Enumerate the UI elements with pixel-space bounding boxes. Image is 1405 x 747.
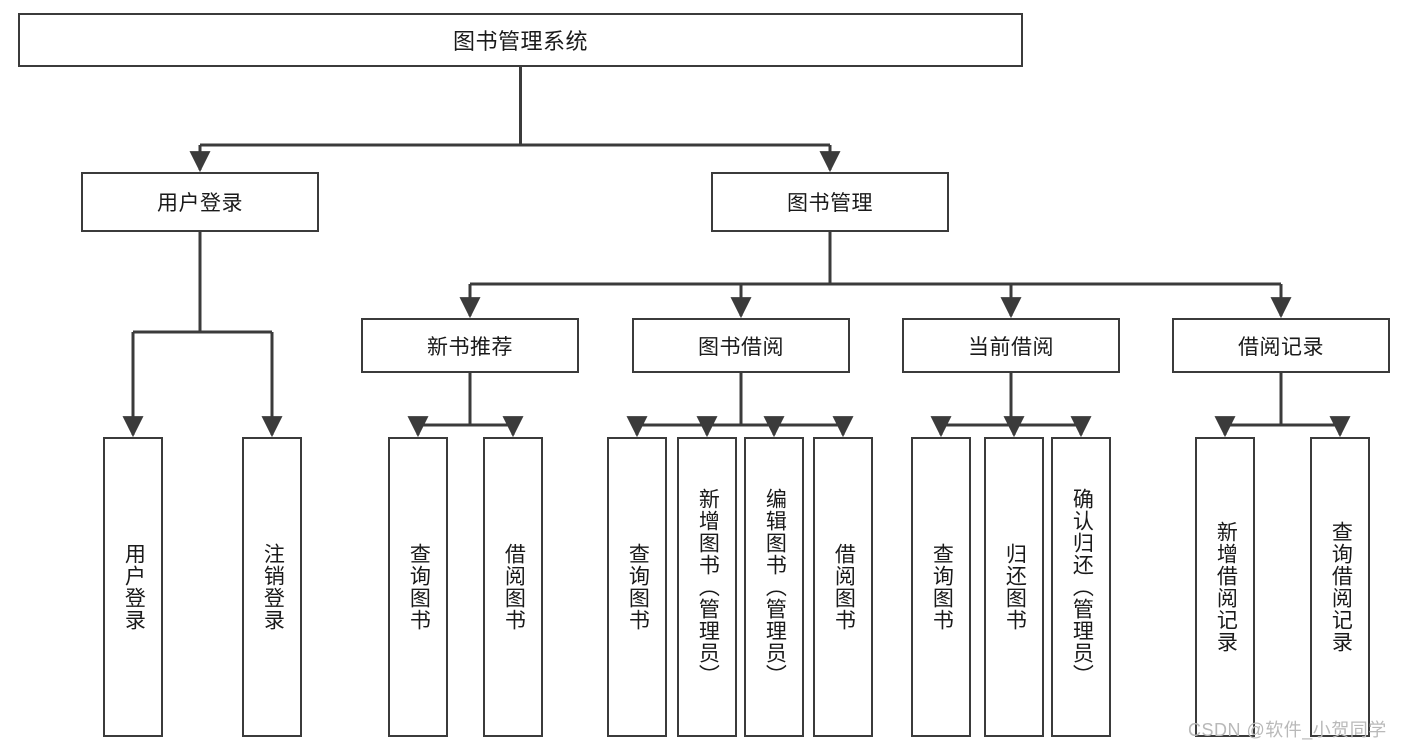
node-current-borrow[interactable]: 当前借阅 — [902, 318, 1120, 373]
leaf-return-book[interactable]: 归还图书 — [984, 437, 1044, 737]
leaf-label: 用户登录 — [122, 543, 146, 631]
leaf-label: 归还图书 — [1003, 543, 1027, 631]
leaf-label: 查询借阅记录 — [1329, 521, 1353, 653]
leaf-label: 新增借阅记录 — [1214, 521, 1238, 653]
node-book-manage[interactable]: 图书管理 — [711, 172, 949, 232]
leaf-add-borrow-record[interactable]: 新增借阅记录 — [1195, 437, 1255, 737]
leaf-borrow-book-1[interactable]: 借阅图书 — [483, 437, 543, 737]
leaf-query-book-1[interactable]: 查询图书 — [388, 437, 448, 737]
leaf-label: 查询图书 — [407, 543, 431, 631]
leaf-label: 查询图书 — [626, 543, 650, 631]
leaf-query-book-2[interactable]: 查询图书 — [607, 437, 667, 737]
leaf-confirm-return-admin[interactable]: 确认归还（管理员） — [1051, 437, 1111, 737]
leaf-edit-book-admin[interactable]: 编辑图书（管理员） — [744, 437, 804, 737]
leaf-query-borrow-record[interactable]: 查询借阅记录 — [1310, 437, 1370, 737]
node-root[interactable]: 图书管理系统 — [18, 13, 1023, 67]
node-user-login[interactable]: 用户登录 — [81, 172, 319, 232]
leaf-query-book-3[interactable]: 查询图书 — [911, 437, 971, 737]
leaf-borrow-book-2[interactable]: 借阅图书 — [813, 437, 873, 737]
node-borrow-record[interactable]: 借阅记录 — [1172, 318, 1390, 373]
leaf-label: 确认归还（管理员） — [1070, 488, 1094, 686]
leaf-label: 编辑图书（管理员） — [763, 488, 787, 686]
leaf-label: 查询图书 — [930, 543, 954, 631]
node-new-book-recommend[interactable]: 新书推荐 — [361, 318, 579, 373]
leaf-user-logout[interactable]: 注销登录 — [242, 437, 302, 737]
leaf-user-login[interactable]: 用户登录 — [103, 437, 163, 737]
leaf-label: 注销登录 — [261, 543, 285, 631]
leaf-label: 借阅图书 — [502, 543, 526, 631]
csdn-watermark: CSDN @软件_小贺同学 — [1188, 720, 1387, 740]
leaf-label: 新增图书（管理员） — [696, 488, 720, 686]
leaf-label: 借阅图书 — [832, 543, 856, 631]
leaf-add-book-admin[interactable]: 新增图书（管理员） — [677, 437, 737, 737]
node-book-borrow[interactable]: 图书借阅 — [632, 318, 850, 373]
